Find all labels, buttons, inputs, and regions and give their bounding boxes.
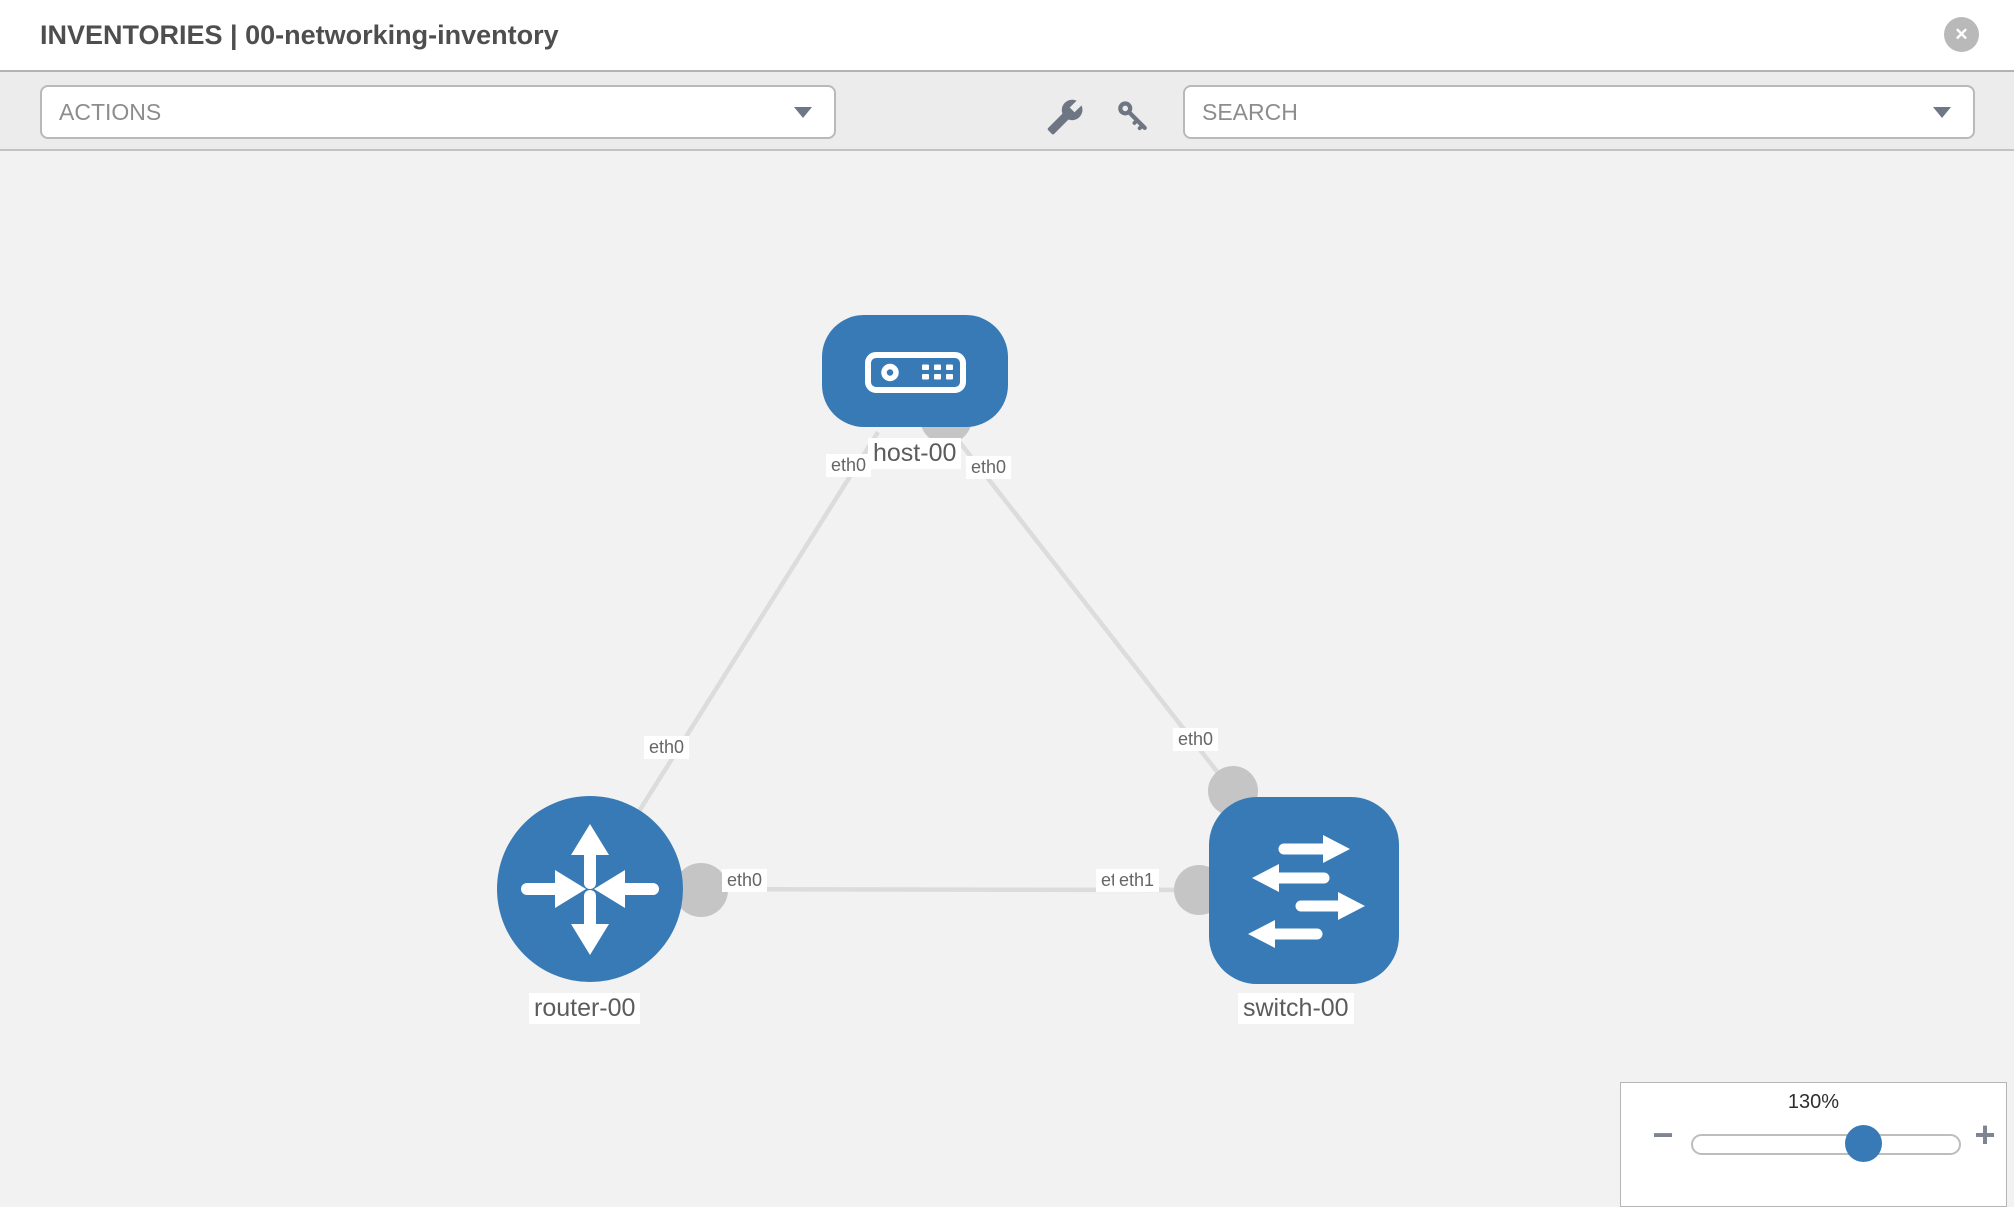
node-switch[interactable] — [1209, 797, 1399, 984]
zoom-panel: 130% − + — [1620, 1082, 2007, 1207]
chevron-down-icon — [794, 107, 812, 118]
key-icon — [1118, 101, 1147, 131]
search-dropdown[interactable]: SEARCH — [1183, 85, 1975, 139]
plus-icon: + — [1974, 1114, 1996, 1155]
zoom-out-button[interactable]: − — [1643, 1113, 1683, 1157]
wrench-icon — [1047, 99, 1083, 135]
port-label-host-right: eth0 — [966, 456, 1012, 479]
port-label-switch-host-link: eth0 — [1173, 728, 1219, 751]
chevron-down-icon — [1933, 107, 1951, 118]
close-button[interactable]: ✕ — [1944, 17, 1979, 52]
zoom-in-button[interactable]: + — [1965, 1113, 2005, 1157]
topology-canvas[interactable] — [0, 151, 2014, 1200]
port-label-router-eth0: eth0 — [722, 869, 768, 892]
actions-dropdown-label: ACTIONS — [59, 99, 162, 125]
actions-dropdown[interactable]: ACTIONS — [40, 85, 836, 139]
header: INVENTORIES | 00-networking-inventory ✕ — [0, 0, 2014, 70]
node-router[interactable] — [497, 796, 683, 982]
node-label-host: host-00 — [868, 438, 962, 469]
zoom-slider-track[interactable] — [1691, 1134, 1961, 1155]
node-label-switch: switch-00 — [1238, 993, 1354, 1024]
port-label-host-left: eth0 — [826, 454, 872, 477]
minus-icon: − — [1652, 1114, 1674, 1155]
zoom-level: 130% — [1787, 1091, 1840, 1113]
router-icon — [521, 824, 659, 955]
page-title: INVENTORIES | 00-networking-inventory — [40, 20, 559, 50]
connector-router-eth0[interactable] — [674, 863, 728, 917]
zoom-slider-handle[interactable] — [1845, 1125, 1882, 1162]
host-icon — [865, 352, 966, 393]
node-host[interactable] — [822, 315, 1008, 427]
toolbar: ACTIONS SEARCH — [0, 70, 2014, 151]
node-label-router: router-00 — [529, 993, 641, 1024]
search-dropdown-label: SEARCH — [1202, 99, 1298, 125]
switch-icon — [1248, 835, 1365, 948]
configure-button[interactable] — [1046, 98, 1084, 136]
close-icon: ✕ — [1954, 24, 1969, 44]
port-label-router-host-link: eth0 — [644, 736, 690, 759]
credentials-button[interactable] — [1114, 98, 1152, 136]
port-label-switch-eth1: eth1 — [1114, 869, 1160, 892]
